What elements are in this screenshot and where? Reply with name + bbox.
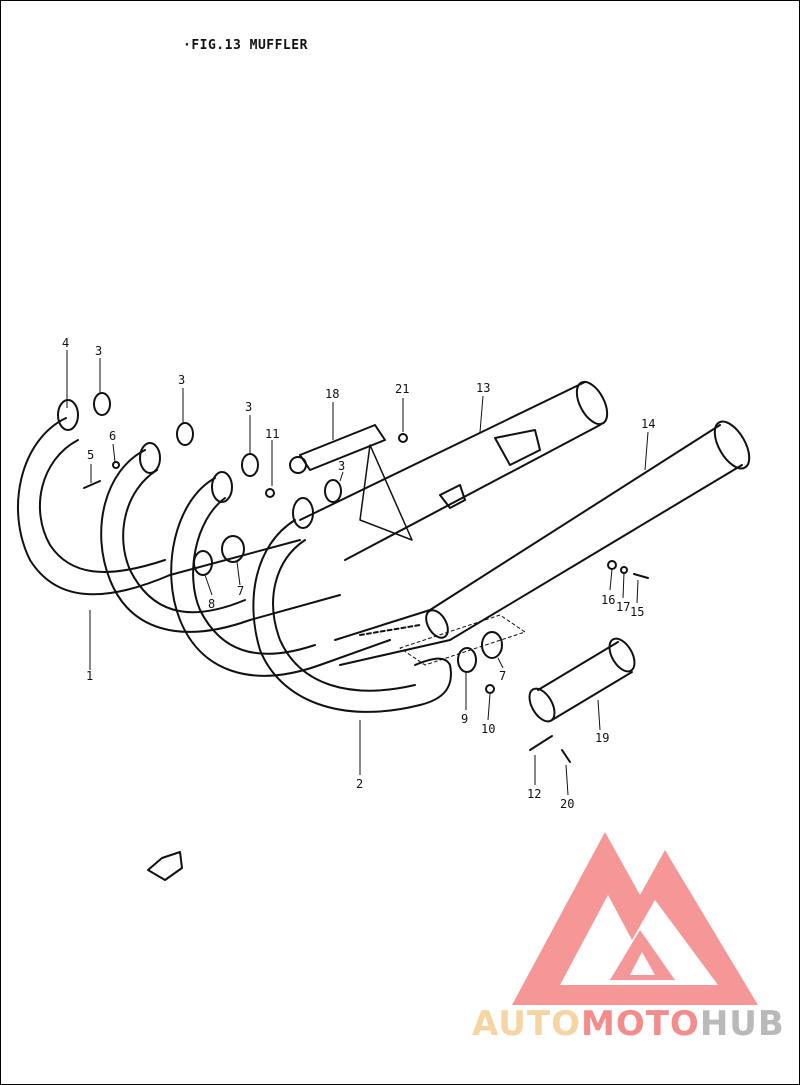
callout-21: 21 xyxy=(395,382,409,396)
flange-4b xyxy=(292,497,314,529)
callout-3c: 3 xyxy=(245,400,252,414)
connector-7b xyxy=(481,631,503,659)
callout-18: 18 xyxy=(325,387,339,401)
gasket-3a xyxy=(93,392,111,416)
callout-1: 1 xyxy=(86,669,93,683)
header-pipe-1 xyxy=(17,417,171,596)
callout-7a: 7 xyxy=(237,584,244,598)
callout-16: 16 xyxy=(601,593,615,607)
bolt-10 xyxy=(485,684,495,694)
callout-2: 2 xyxy=(356,777,363,791)
callout-4: 4 xyxy=(62,336,69,350)
front-arrow-icon xyxy=(147,851,183,881)
bracket-18 xyxy=(289,424,413,541)
callout-10: 10 xyxy=(481,722,495,736)
clamp-8 xyxy=(193,550,213,576)
figure-title: ·FIG.13 MUFFLER xyxy=(183,38,308,53)
flange-3 xyxy=(211,471,233,503)
callout-12: 12 xyxy=(527,787,541,801)
watermark-text: AUTOMOTOHUB xyxy=(472,1004,785,1044)
muffler-13 xyxy=(299,380,609,561)
washer-17 xyxy=(620,566,628,574)
bolt-21 xyxy=(398,433,408,443)
flange-4 xyxy=(57,399,79,431)
gasket-3b xyxy=(176,422,194,446)
bolt-5 xyxy=(83,480,101,489)
callout-3b: 3 xyxy=(178,373,185,387)
clip-12 xyxy=(529,735,553,751)
watermark-hub: HUB xyxy=(699,1004,785,1044)
callout-6: 6 xyxy=(109,429,116,443)
gasket-3d xyxy=(324,479,342,503)
watermark-logo xyxy=(512,832,758,1005)
flange-2 xyxy=(139,442,161,474)
callout-11: 11 xyxy=(265,427,279,441)
callout-20: 20 xyxy=(560,797,574,811)
callout-3a: 3 xyxy=(95,344,102,358)
callout-5: 5 xyxy=(87,448,94,462)
watermark-auto: AUTO xyxy=(472,1004,581,1044)
tail-tube-19 xyxy=(528,637,636,723)
callout-17: 17 xyxy=(616,600,630,614)
watermark-moto: MOTO xyxy=(580,1004,700,1044)
callout-3d: 3 xyxy=(338,459,345,473)
cross-pipe-lower xyxy=(319,639,391,666)
clamp-9 xyxy=(457,647,477,673)
washer-6 xyxy=(112,461,120,469)
header-pipe-4 xyxy=(252,519,452,713)
washer-16 xyxy=(607,560,617,570)
header-pipe-3 xyxy=(170,477,321,677)
callout-8: 8 xyxy=(208,597,215,611)
cross-pipe-upper xyxy=(169,539,301,576)
screw-20 xyxy=(561,749,571,763)
callout-19: 19 xyxy=(595,731,609,745)
header-pipe-2 xyxy=(100,449,251,633)
callout-13: 13 xyxy=(476,381,490,395)
muffler-14 xyxy=(334,420,751,666)
callout-9: 9 xyxy=(461,712,468,726)
callout-15: 15 xyxy=(630,605,644,619)
gasket-3c xyxy=(241,453,259,477)
cross-pipe-mid xyxy=(249,594,341,621)
bolt-11 xyxy=(265,488,275,498)
bolt-15 xyxy=(633,573,649,579)
connector-7a xyxy=(221,535,245,563)
callout-14: 14 xyxy=(641,417,655,431)
callout-7b: 7 xyxy=(499,669,506,683)
